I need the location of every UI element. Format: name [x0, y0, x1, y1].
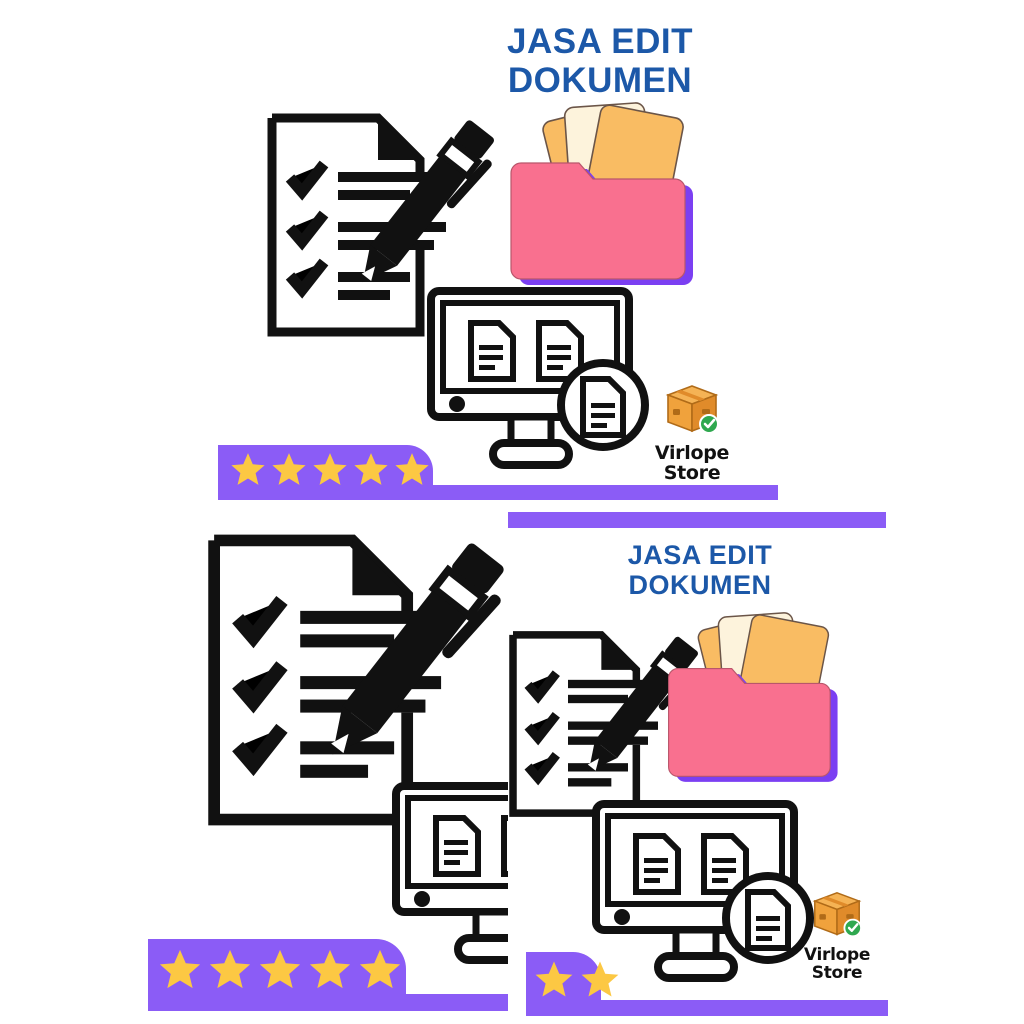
banner-bar-top	[508, 512, 886, 528]
star-icon	[535, 961, 573, 997]
star-icon	[581, 961, 619, 997]
listing-image-bottom-left[interactable]	[0, 505, 520, 1024]
star-icon	[359, 949, 401, 989]
monitor-documents-icon	[590, 798, 820, 988]
brand-name-line2: Store	[811, 962, 863, 983]
page-title: JASA EDIT DOKUMEN	[375, 22, 825, 100]
star-icon	[309, 949, 351, 989]
brand-name-line1: Virlope	[803, 945, 871, 965]
checklist-pen-icon	[260, 110, 500, 340]
listing-image-bottom-right[interactable]: JASA EDIT DOKUMEN	[508, 508, 908, 1024]
star-icon	[159, 949, 201, 989]
page-title-line2: DOKUMEN	[628, 570, 772, 601]
banner-bar	[526, 1000, 888, 1016]
banner-bar	[148, 994, 520, 1011]
star-icon	[209, 949, 251, 989]
star-icon	[354, 453, 388, 485]
checklist-pen-icon	[508, 628, 703, 820]
star-icon	[259, 949, 301, 989]
star-icon	[395, 453, 429, 485]
rating-stars	[228, 450, 432, 488]
folder-documents-icon	[663, 605, 858, 787]
star-icon	[272, 453, 306, 485]
star-icon	[313, 453, 347, 485]
brand-logo: Virlope Store	[640, 383, 744, 484]
page-title-line1: JASA EDIT	[627, 540, 773, 570]
package-box-icon	[811, 890, 863, 945]
rating-stars	[532, 958, 622, 1000]
page-title: JASA EDIT DOKUMEN	[550, 540, 850, 600]
brand-name-line1: Virlope	[654, 442, 730, 464]
folder-documents-icon	[505, 95, 715, 290]
brand-name-line2: Store	[663, 461, 721, 484]
rating-stars	[156, 946, 404, 992]
page-title-line1: JASA EDIT	[506, 22, 693, 61]
star-icon	[231, 453, 265, 485]
monitor-documents-icon	[425, 285, 655, 475]
listing-image-top[interactable]: JASA EDIT DOKUMEN	[110, 0, 900, 500]
brand-logo: Virlope Store	[785, 890, 889, 983]
checklist-pen-icon	[190, 530, 520, 830]
package-box-icon	[664, 383, 720, 442]
page-title-line2: DOKUMEN	[507, 61, 693, 101]
monitor-documents-icon	[390, 760, 520, 990]
